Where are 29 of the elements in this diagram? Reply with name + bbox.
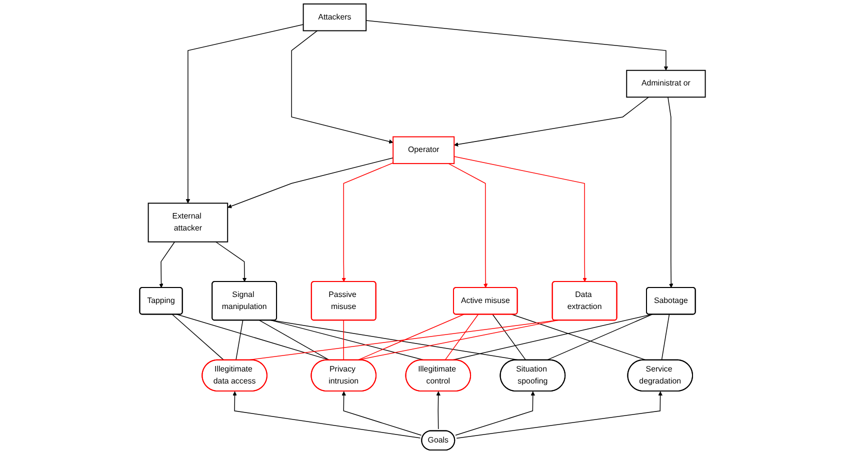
arrow bbox=[232, 391, 421, 438]
arrow bbox=[186, 24, 304, 204]
arrow bbox=[448, 163, 488, 288]
arrow bbox=[342, 391, 422, 436]
connector bbox=[510, 314, 646, 360]
arrow bbox=[668, 96, 674, 288]
connector bbox=[343, 320, 344, 360]
arrow bbox=[366, 20, 668, 71]
connector bbox=[358, 314, 464, 360]
connector bbox=[492, 314, 526, 360]
connector bbox=[172, 314, 224, 360]
arrow bbox=[456, 391, 662, 439]
connector bbox=[236, 320, 244, 360]
connector bbox=[444, 314, 479, 360]
arrow bbox=[436, 391, 441, 430]
connector bbox=[270, 320, 424, 360]
arrow bbox=[454, 96, 649, 147]
arrow bbox=[215, 242, 247, 282]
arrow bbox=[159, 242, 176, 288]
connector bbox=[547, 314, 653, 360]
connector bbox=[176, 314, 330, 360]
connector bbox=[661, 314, 670, 360]
connector bbox=[452, 314, 653, 360]
arrow bbox=[291, 30, 394, 144]
arrow bbox=[454, 156, 587, 282]
arrow bbox=[342, 162, 394, 282]
arrow bbox=[227, 157, 394, 208]
arrow bbox=[455, 391, 536, 436]
connector bbox=[258, 320, 330, 360]
